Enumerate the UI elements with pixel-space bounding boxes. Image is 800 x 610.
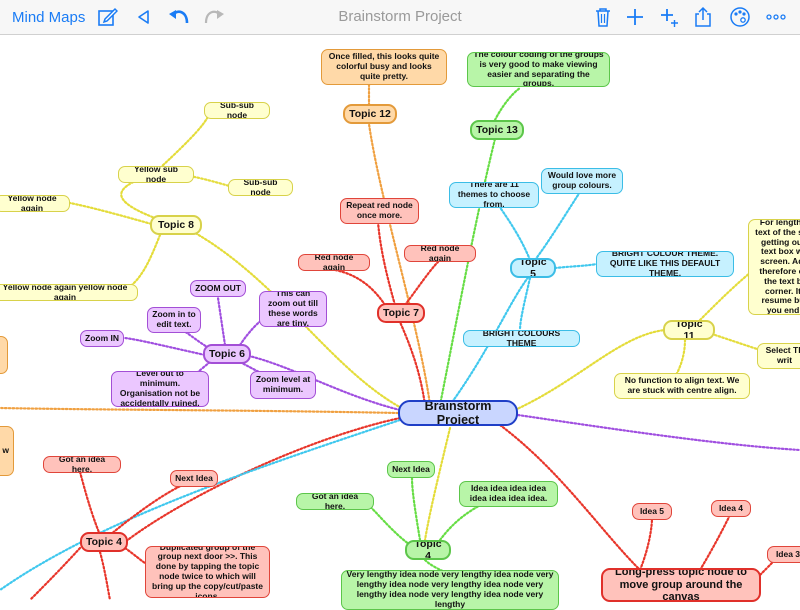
mind-maps-back-button[interactable]: Mind Maps <box>12 8 86 26</box>
topic13-node[interactable]: Topic 13 <box>470 120 524 140</box>
topic6-zoom-level[interactable]: Zoom level at minimum. <box>250 371 316 399</box>
add-node-button[interactable] <box>624 6 646 28</box>
topic6-zoom-in[interactable]: Zoom IN <box>80 330 124 347</box>
toolbar: Mind Maps Brainstorm Project <box>0 0 800 35</box>
link-central-topic11 <box>513 328 667 412</box>
topic4b-idea-lots[interactable]: Idea idea idea idea idea idea idea idea. <box>459 481 558 507</box>
idea4-node[interactable]: Idea 4 <box>711 500 751 517</box>
longpress-topic-node[interactable]: Long-press topic node to move group arou… <box>601 568 761 602</box>
idea3-node[interactable]: Idea 3 <box>767 546 800 563</box>
topic13-note[interactable]: The colour coding of the groups is very … <box>467 52 610 87</box>
add-child-button[interactable] <box>658 6 680 28</box>
topic4b-node[interactable]: Topic 4 <box>405 540 451 560</box>
link-central-left-orange <box>0 406 400 415</box>
central-node-label: Brainstorm Project <box>424 400 492 426</box>
more-icon <box>766 14 786 20</box>
trash-icon <box>596 8 610 27</box>
undo-curved-button[interactable] <box>168 6 190 28</box>
topic4b-next-idea[interactable]: Next Idea <box>387 461 435 478</box>
topic7-red-node-b[interactable]: Red node again <box>404 245 476 262</box>
topic5-bright[interactable]: BRIGHT COLOURS THEME <box>463 330 580 347</box>
share-icon <box>695 6 711 27</box>
topic12-note[interactable]: Once filled, this looks quite colorful b… <box>321 49 447 85</box>
topic11-lengthy[interactable]: For lengthy text of the scr getting out … <box>748 219 800 315</box>
topic8-yellow-sub-node[interactable]: Yellow sub node <box>118 166 194 183</box>
undo-curved-icon <box>169 10 189 24</box>
add-child-icon <box>661 9 678 27</box>
link-central-topic6 <box>243 353 402 412</box>
topic6-level-out[interactable]: Level out to minimum. Organisation not b… <box>111 371 209 407</box>
topic8-node[interactable]: Topic 8 <box>150 215 202 235</box>
left-edge-orange-node-2[interactable]: w <box>0 426 14 476</box>
topic7-repeat[interactable]: Repeat red node once more. <box>340 198 419 224</box>
topic4a-next-idea[interactable]: Next Idea <box>170 470 218 487</box>
palette-icon <box>730 7 750 27</box>
topic5-more-colours[interactable]: Would love more group colours. <box>541 168 623 194</box>
topic4b-lengthy[interactable]: Very lengthy idea node very lengthy idea… <box>341 570 559 610</box>
theme-button[interactable] <box>729 6 751 28</box>
central-node[interactable]: Brainstorm Project <box>398 400 518 426</box>
edit-icon <box>98 7 118 26</box>
topic11-node[interactable]: Topic 11 <box>663 320 715 340</box>
link-central-topic5 <box>448 273 532 407</box>
topic8-yellow-node-again-2[interactable]: Yellow node again yellow node again <box>0 284 138 301</box>
link-central-topic7 <box>398 320 427 407</box>
link-central-topic4b <box>423 426 452 542</box>
topic7-red-node-a[interactable]: Red node again <box>298 254 370 271</box>
more-button[interactable] <box>765 6 787 28</box>
topic5-themes[interactable]: There are 11 themes to choose from. <box>449 182 539 208</box>
topic4a-duplicated[interactable]: Duplicated group of the group next door … <box>145 546 270 598</box>
document-title: Brainstorm Project <box>338 8 462 25</box>
link-central-topic13 <box>438 137 497 407</box>
link-central-right-purple <box>516 413 800 452</box>
topic6-zoom-in-edit[interactable]: Zoom in to edit text. <box>147 307 201 333</box>
undo-icon <box>138 10 149 24</box>
topic5-bright-quite[interactable]: BRIGHT COLOUR THEME. QUITE LIKE THIS DEF… <box>596 251 734 277</box>
topic6-zoom-out[interactable]: ZOOM OUT <box>190 280 246 297</box>
undo-button[interactable] <box>133 6 155 28</box>
add-icon <box>627 9 643 25</box>
redo-icon <box>204 10 224 24</box>
topic6-zoom-tiny[interactable]: This can zoom out till these words are t… <box>259 291 327 327</box>
topic7-node[interactable]: Topic 7 <box>377 303 425 323</box>
topic6-node[interactable]: Topic 6 <box>203 344 251 364</box>
share-button[interactable] <box>692 6 714 28</box>
redo-button[interactable] <box>203 6 225 28</box>
left-edge-orange-node[interactable]: e <box>0 336 8 374</box>
topic8-yellow-node-again[interactable]: Yellow node again <box>0 195 70 212</box>
topic4a-node[interactable]: Topic 4 <box>80 532 128 552</box>
topic4a-got-idea[interactable]: Got an idea here. <box>43 456 121 473</box>
edit-button[interactable] <box>96 6 118 28</box>
topic8-subsub-node-a[interactable]: Sub-sub node <box>204 102 270 119</box>
idea5-node[interactable]: Idea 5 <box>632 503 672 520</box>
topic5-node[interactable]: Topic 5 <box>510 258 556 278</box>
link-central-topic4a <box>123 416 402 544</box>
topic11-align[interactable]: No function to align text. We are stuck … <box>614 373 750 399</box>
link-central-idea <box>498 423 642 572</box>
topic11-select[interactable]: Select Th writ <box>757 343 800 369</box>
link-central-left-cyan <box>0 418 402 592</box>
topic8-subsub-node-b[interactable]: Sub-sub node <box>228 179 293 196</box>
link-central-topic12 <box>367 122 432 407</box>
topic4b-got-idea[interactable]: Got an idea here. <box>296 493 374 510</box>
topic12-node[interactable]: Topic 12 <box>343 104 397 124</box>
delete-button[interactable] <box>592 6 614 28</box>
